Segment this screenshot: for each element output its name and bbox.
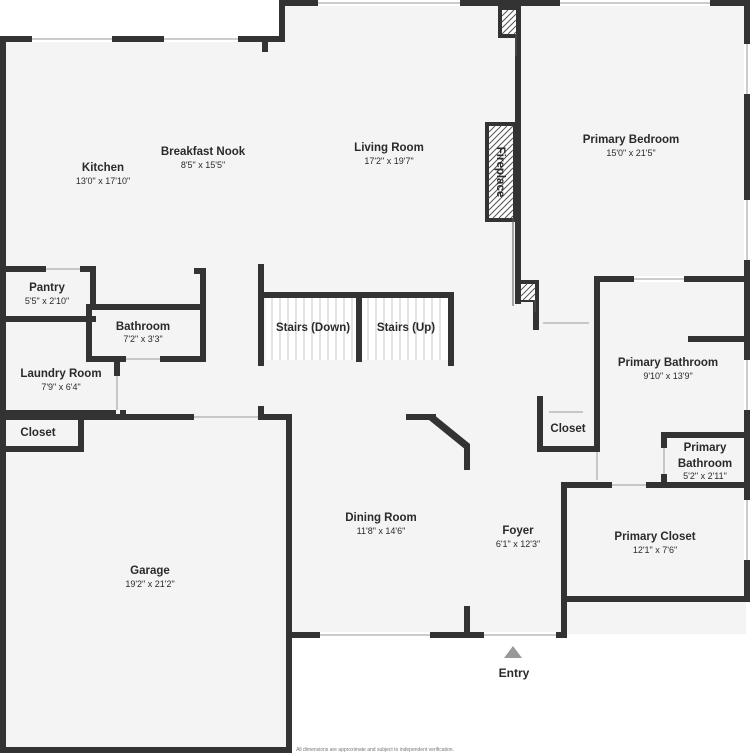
hatch-line <box>488 185 514 211</box>
hatch-line <box>501 13 517 29</box>
hatch-line <box>488 149 514 175</box>
primary-bathroom-label: Primary Bathroom <box>618 357 718 369</box>
dining-room-dims: 11'8" x 14'6" <box>357 526 406 536</box>
hatch-line <box>488 137 514 163</box>
hatch-line <box>510 215 514 219</box>
primary-bathroom-small-label-line1: Primary <box>684 442 727 454</box>
hatch-line <box>488 191 514 217</box>
foyer-dims: 6'1" x 12'3" <box>496 539 540 549</box>
hatch-line <box>513 31 517 35</box>
pantry-label: Pantry <box>29 282 65 294</box>
closet-right-label: Closet <box>550 423 585 435</box>
hatch-line <box>488 125 502 139</box>
hatch-line <box>488 143 514 169</box>
hatch-line <box>504 209 514 219</box>
living-room-dims: 17'2" x 19'7" <box>364 156 413 166</box>
hatch-line <box>520 283 528 291</box>
stairs-up <box>362 298 448 360</box>
hatch-line <box>488 179 514 205</box>
hatch-line <box>488 125 514 151</box>
kitchen-label: Kitchen <box>82 162 124 174</box>
hatch-line <box>507 25 517 35</box>
doorways <box>46 266 684 488</box>
garage-label: Garage <box>130 565 170 577</box>
windows <box>32 0 750 638</box>
breakfast-nook-dims: 8'5" x 15'5" <box>181 160 225 170</box>
closet-left-label: Closet <box>20 427 55 439</box>
living-room-label: Living Room <box>354 142 424 154</box>
hatch-line <box>498 203 514 219</box>
primary-bedroom-label: Primary Bedroom <box>583 134 680 146</box>
dining-room-label: Dining Room <box>345 512 417 524</box>
primary-bathroom-small-label-line2: Bathroom <box>678 458 732 470</box>
hatch-line <box>501 9 509 17</box>
pantry-dims: 5'5" x 2'10" <box>25 296 69 306</box>
kitchen-dims: 13'0" x 17'10" <box>76 176 130 186</box>
fireplace <box>488 9 536 312</box>
stairs-down-label: Stairs (Down) <box>276 322 350 334</box>
entry-arrow-icon <box>504 646 522 658</box>
hatch-line <box>520 283 534 297</box>
hatch-line <box>488 131 514 157</box>
laundry-room-label: Laundry Room <box>20 368 101 380</box>
hatch-line <box>501 19 517 35</box>
hatch-line <box>488 125 508 145</box>
floor-area <box>4 4 746 750</box>
stairs-down <box>266 298 356 360</box>
foyer-label: Foyer <box>502 525 534 537</box>
hatch-line <box>488 167 514 193</box>
primary-closet-dims: 12'1" x 7'6" <box>633 545 677 555</box>
primary-bathroom-small-dims: 5'2" x 2'11" <box>683 471 727 481</box>
hatch-line <box>488 155 514 181</box>
hatch-line <box>492 197 514 219</box>
hatch-line <box>488 173 514 199</box>
hatch-line <box>501 9 515 23</box>
bathroom-dims: 7'2" x 3'3" <box>123 334 162 344</box>
hatch-line <box>488 125 496 133</box>
disclaimer-text: All dimensions are approximate and subje… <box>296 747 454 753</box>
entry-label: Entry <box>499 666 530 680</box>
garage-dims: 19'2" x 21'2" <box>125 579 174 589</box>
breakfast-nook-label: Breakfast Nook <box>161 146 246 158</box>
primary-closet-label: Primary Closet <box>614 531 695 543</box>
primary-bedroom-dims: 15'0" x 21'5" <box>606 148 655 158</box>
stairs-up-label: Stairs (Up) <box>377 322 435 334</box>
hatch-line <box>488 161 514 187</box>
primary-bathroom-dims: 9'10" x 13'9" <box>643 371 692 381</box>
hatch-line <box>522 287 536 301</box>
fireplace-label: Fireplace <box>494 147 506 198</box>
hatch-line <box>528 293 536 301</box>
laundry-room-dims: 7'9" x 6'4" <box>41 382 80 392</box>
bathroom-label: Bathroom <box>116 321 170 333</box>
